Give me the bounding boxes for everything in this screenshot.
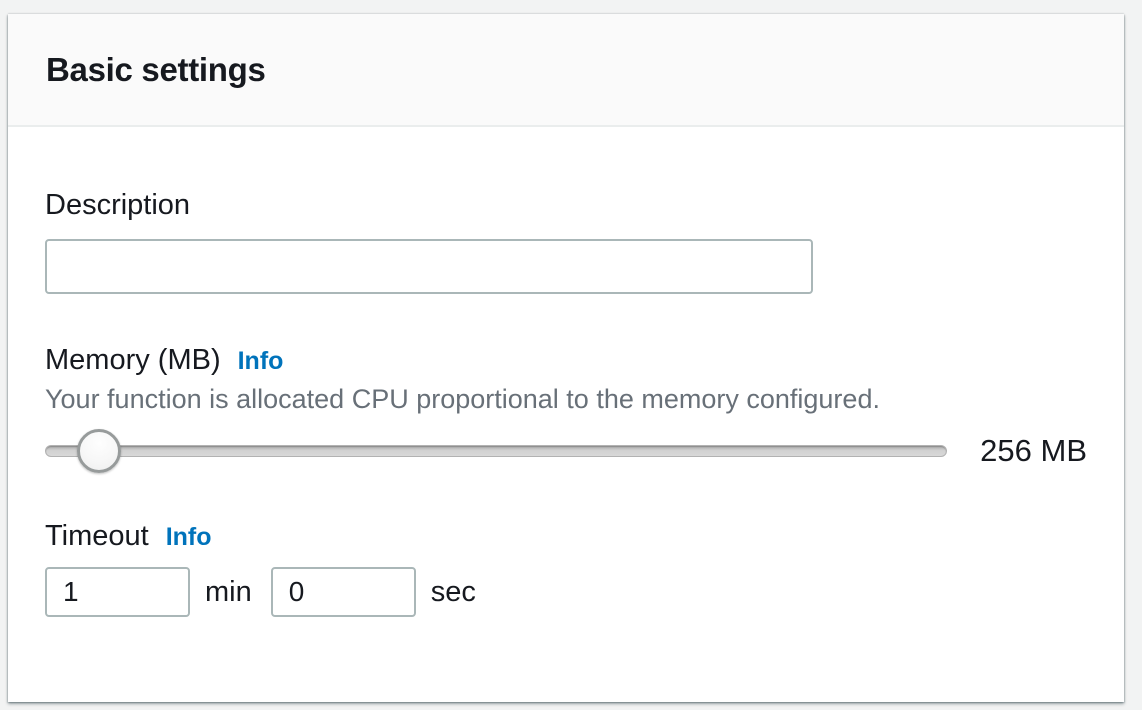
timeout-sec-input[interactable] [270, 567, 416, 617]
memory-info-link[interactable]: Info [237, 347, 284, 375]
panel-body: Description Memory (MB) Info Your functi… [8, 127, 1124, 617]
basic-settings-panel: Basic settings Description Memory (MB) I… [8, 14, 1124, 702]
description-field: Description [45, 189, 1087, 294]
memory-label-row: Memory (MB) Info [45, 344, 1087, 377]
panel-title: Basic settings [46, 50, 266, 88]
memory-slider-track[interactable] [45, 445, 948, 457]
memory-slider-row: 256 MB [45, 428, 1087, 474]
memory-field: Memory (MB) Info Your function is alloca… [45, 344, 1087, 474]
description-label: Description [45, 189, 191, 221]
timeout-sec-unit-label: sec [430, 575, 476, 608]
memory-label: Memory (MB) [45, 344, 221, 376]
timeout-min-unit-label: min [205, 575, 252, 608]
memory-helper-text: Your function is allocated CPU proportio… [45, 384, 880, 414]
timeout-inputs-row: min sec [45, 567, 1087, 617]
memory-slider-thumb[interactable] [77, 429, 122, 473]
timeout-field: Timeout Info min sec [45, 520, 1087, 617]
description-input[interactable] [45, 239, 813, 294]
timeout-label-row: Timeout Info [45, 520, 1087, 553]
memory-slider[interactable] [45, 428, 948, 474]
timeout-label: Timeout [45, 520, 149, 552]
timeout-min-input[interactable] [45, 567, 190, 617]
timeout-info-link[interactable]: Info [165, 523, 212, 551]
memory-value: 256 MB [980, 433, 1087, 468]
panel-header: Basic settings [8, 14, 1124, 127]
